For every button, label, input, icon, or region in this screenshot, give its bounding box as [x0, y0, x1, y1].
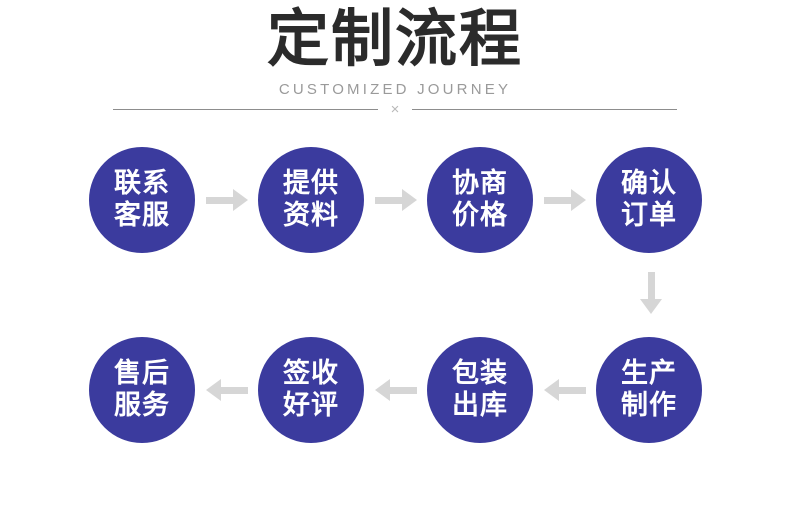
arrow-shaft: [558, 387, 586, 394]
section-divider: ×: [113, 99, 677, 119]
flow-node-label-line2: 出库: [452, 390, 508, 421]
flow-node-label-line2: 客服: [114, 200, 170, 231]
flow-node-contact-service[interactable]: 联系 客服: [89, 147, 195, 253]
flow-node-label-line1: 协商: [452, 168, 508, 199]
arrow-shaft: [648, 272, 655, 300]
flow-node-label-line1: 包装: [452, 358, 508, 389]
arrow-head: [544, 379, 559, 401]
arrow-head: [375, 379, 390, 401]
arrow-head: [640, 299, 662, 314]
arrow-head: [233, 189, 248, 211]
flow-node-production[interactable]: 生产 制作: [596, 337, 702, 443]
flow-node-label-line2: 制作: [621, 390, 677, 421]
page-subtitle: CUSTOMIZED JOURNEY: [278, 81, 512, 98]
flow-node-label-line2: 订单: [621, 200, 677, 231]
flow-node-label-line1: 联系: [114, 168, 170, 199]
arrow-right-icon: [375, 189, 417, 211]
flow-node-label-line2: 服务: [114, 390, 170, 421]
divider-cross-icon: ×: [390, 100, 400, 118]
arrow-head: [206, 379, 221, 401]
flow-node-label-line1: 提供: [283, 168, 339, 199]
flow-node-label-line1: 售后: [114, 358, 170, 389]
arrow-shaft: [544, 197, 572, 204]
arrow-right-icon: [206, 189, 248, 211]
flow-node-label-line1: 生产: [621, 358, 677, 389]
flow-node-provide-materials[interactable]: 提供 资料: [258, 147, 364, 253]
flow-node-label-line1: 确认: [621, 168, 677, 199]
flow-node-label-line2: 资料: [283, 200, 339, 231]
header: 定制流程 CUSTOMIZED JOURNEY: [0, 0, 790, 100]
arrow-down-icon: [640, 272, 662, 314]
arrow-right-icon: [544, 189, 586, 211]
flow-node-negotiate-price[interactable]: 协商 价格: [427, 147, 533, 253]
flow-node-confirm-order[interactable]: 确认 订单: [596, 147, 702, 253]
arrow-shaft: [375, 197, 403, 204]
flow-node-after-sales-service[interactable]: 售后 服务: [89, 337, 195, 443]
flow-row-2: 售后 服务 签收 好评 包装 出库 生产 制作: [0, 337, 790, 443]
flow-row-1: 联系 客服 提供 资料 协商 价格 确认 订单: [0, 147, 790, 253]
flow-node-packaging-and-shipping[interactable]: 包装 出库: [427, 337, 533, 443]
flow-node-receive-and-review[interactable]: 签收 好评: [258, 337, 364, 443]
flow-node-label-line2: 好评: [283, 390, 339, 421]
flow-node-label-line2: 价格: [452, 200, 508, 231]
arrow-left-icon: [544, 379, 586, 401]
arrow-head: [571, 189, 586, 211]
page-title: 定制流程: [266, 2, 523, 75]
arrow-head: [402, 189, 417, 211]
divider-line-right: [412, 108, 677, 110]
arrow-left-icon: [375, 379, 417, 401]
divider-line-left: [113, 108, 378, 110]
arrow-left-icon: [206, 379, 248, 401]
arrow-shaft: [206, 197, 234, 204]
arrow-shaft: [220, 387, 248, 394]
flow-node-label-line1: 签收: [283, 358, 339, 389]
arrow-shaft: [389, 387, 417, 394]
